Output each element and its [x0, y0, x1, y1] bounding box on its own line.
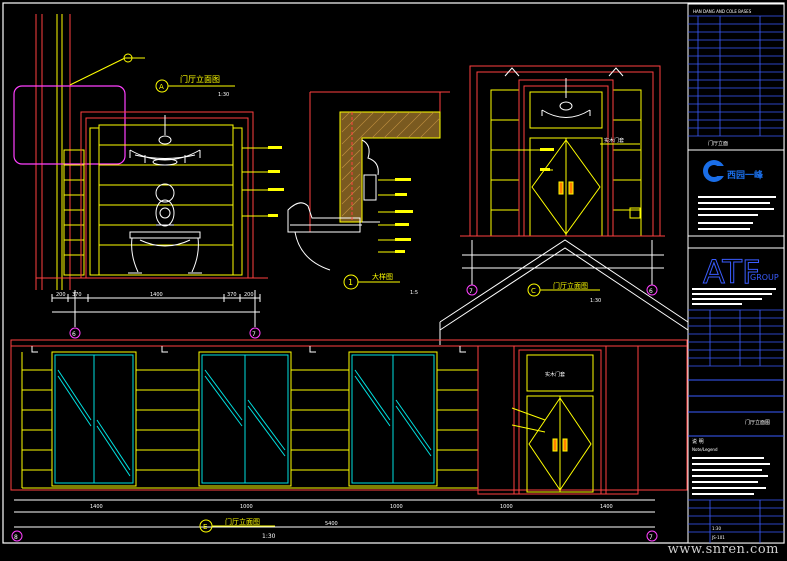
view-e-marker: E — [203, 523, 207, 531]
elevation-e: 实木门套 1400 1000 1000 1000 1400 5400 8 7 E… — [10, 339, 688, 542]
watermark: www.snren.com — [667, 542, 779, 557]
view-a-marker: A — [159, 83, 164, 91]
tb-brand-logo: ATF — [703, 253, 760, 291]
dim-e-total: 5400 — [325, 521, 338, 527]
title-block: HAN DANG AND COLE BASES 门厅立面 西园一峰 ATF — [687, 3, 785, 544]
dim-a-1: 200 — [56, 292, 66, 298]
glass-panel-2 — [198, 351, 292, 487]
tb-project: 门厅立面 — [708, 140, 728, 147]
dim-a-5: 200 — [244, 292, 254, 298]
tb-scale: 1:30 — [712, 526, 721, 531]
axis-a-left: 6 — [72, 331, 76, 338]
dim-e-5: 1400 — [600, 504, 613, 510]
dim-a-4: 370 — [227, 292, 237, 298]
view-c-title: 门厅立面图 — [553, 281, 588, 290]
tb-note-title: 说 明 — [692, 438, 704, 445]
view-e-title: 门厅立面图 — [225, 517, 260, 526]
axis-c-left: 7 — [469, 288, 473, 295]
detail-marker: 1 — [348, 278, 353, 287]
dim-e-1: 1400 — [90, 504, 103, 510]
axis-e-left: 8 — [14, 534, 18, 541]
elevation-a: 200 370 1400 370 200 6 7 A 门厅立面图 1:30 — [13, 14, 284, 339]
tb-note-sub: Note/Legend — [692, 447, 718, 452]
axis-a-right: 7 — [252, 331, 256, 338]
glass-panel-3 — [348, 351, 438, 487]
tb-drawing-name: 门厅立面图 — [745, 419, 770, 426]
dim-e-4: 1000 — [500, 504, 513, 510]
e-door-label: 实木门套 — [545, 371, 565, 378]
view-c-marker: C — [531, 287, 536, 295]
detail-view: 1 大样图 1:5 — [287, 91, 450, 296]
tb-company: 西园一峰 — [727, 169, 764, 181]
tb-drawing-no: JS-101 — [711, 535, 725, 540]
view-a-scale: 1:30 — [218, 92, 229, 98]
view-a-title: 门厅立面图 — [180, 74, 220, 84]
detail-title: 大样图 — [372, 272, 393, 281]
view-e-scale: 1:30 — [262, 533, 276, 540]
dim-a-3: 1400 — [150, 292, 163, 298]
dim-e-2: 1000 — [240, 504, 253, 510]
elevation-c: 实木门套 7 6 C 门厅立面图 1:30 — [439, 65, 689, 345]
view-c-scale: 1:30 — [590, 298, 601, 304]
axis-e-right: 7 — [649, 534, 653, 541]
axis-c-right: 6 — [649, 288, 653, 295]
dim-a-2: 370 — [72, 292, 82, 298]
detail-scale: 1:5 — [410, 290, 418, 296]
c-door-label: 实木门套 — [604, 137, 624, 144]
tb-header: HAN DANG AND COLE BASES — [693, 9, 752, 14]
dim-e-3: 1000 — [390, 504, 403, 510]
tb-group: GROUP — [750, 273, 779, 282]
glass-panel-1 — [51, 351, 137, 487]
